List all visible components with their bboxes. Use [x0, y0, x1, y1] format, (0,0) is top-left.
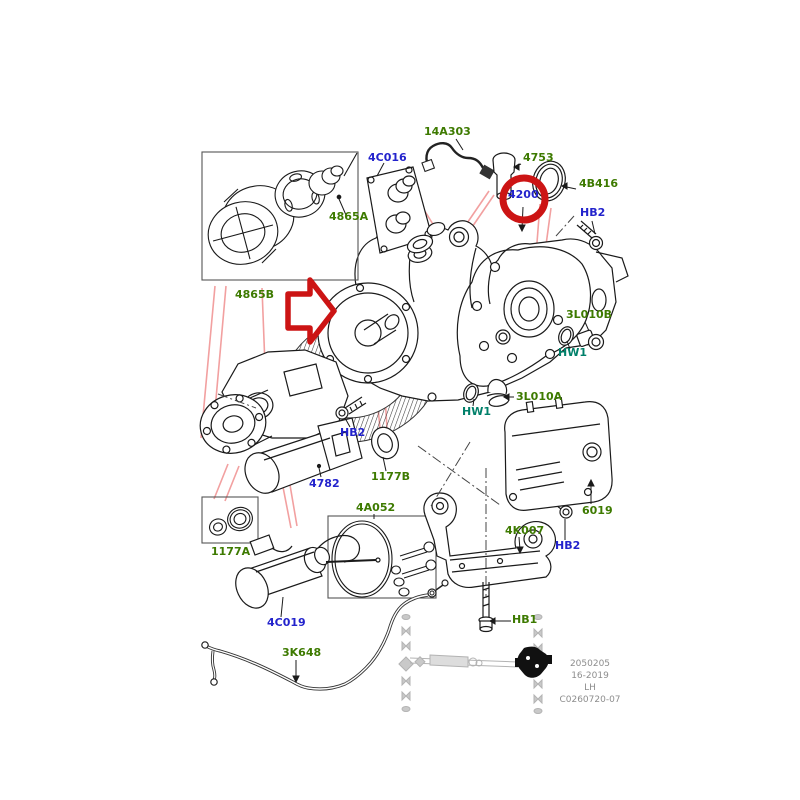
part-label-14A303[interactable]: 14A303 — [424, 125, 471, 138]
drawing-motor-4782 — [244, 417, 363, 494]
reference-number: 2050205 — [569, 659, 611, 669]
drawing-module-4C016 — [366, 166, 446, 254]
cover-bolts — [471, 261, 564, 364]
part-label-4B416[interactable]: 4B416 — [579, 177, 618, 190]
part-label-3L010A[interactable]: 3L010A — [516, 390, 563, 403]
drawing-bolt-HB2-top — [576, 220, 604, 251]
drawing-seal-1177B — [371, 426, 399, 460]
part-label-4865A[interactable]: 4865A — [329, 210, 369, 223]
part-label-HB2-mid[interactable]: HB2 — [340, 426, 366, 439]
part-label-1177B[interactable]: 1177B — [371, 470, 410, 483]
drawing-actuator-4C019 — [235, 534, 381, 609]
centerlines — [217, 215, 575, 598]
drawing-bolt-HB2-mid — [335, 396, 367, 420]
part-label-HB2-bottom[interactable]: HB2 — [555, 539, 581, 552]
part-label-4C019[interactable]: 4C019 — [267, 616, 306, 629]
drawing-plug-3L010B — [576, 329, 605, 351]
part-label-4753[interactable]: 4753 — [523, 151, 554, 164]
drawing-cover-6019 — [504, 396, 613, 511]
part-label-4A052[interactable]: 4A052 — [356, 501, 396, 514]
part-label-3L010B[interactable]: 3L010B — [566, 308, 613, 321]
part-label-4K007[interactable]: 4K007 — [505, 524, 545, 537]
red-circle-highlight — [499, 174, 549, 224]
drawing-4A052-box — [327, 515, 437, 599]
drawing-bolt-HB1 — [478, 582, 494, 633]
part-label-HW1-top[interactable]: HW1 — [558, 346, 587, 359]
drawing-vent-tube-3K648 — [201, 579, 449, 691]
drawing-1177A-box — [201, 496, 259, 544]
reference-side: LH — [584, 683, 596, 693]
part-label-HB1[interactable]: HB1 — [512, 613, 538, 626]
reference-drawing-code: C0260720-07 — [559, 695, 621, 705]
part-label-3K648[interactable]: 3K648 — [282, 646, 322, 659]
pointer-lines — [280, 138, 596, 684]
part-label-6019[interactable]: 6019 — [582, 504, 613, 517]
diagram-reference-block: 2050205 16-2019 LH C0260720-07 — [550, 658, 630, 706]
part-label-1177A[interactable]: 1177A — [211, 545, 251, 558]
drawing-bracket-4K007 — [423, 492, 556, 589]
part-label-4782[interactable]: 4782 — [309, 477, 340, 490]
drawing-plug-3L010A — [486, 378, 510, 407]
red-arrow-marker — [285, 277, 337, 345]
drawing-diff-housing — [317, 220, 629, 402]
drawing-4865-box — [201, 151, 359, 281]
ghost-joint-dark — [515, 646, 552, 678]
drawing-washer-HW1-bottom — [463, 383, 479, 403]
part-label-HB2-top[interactable]: HB2 — [580, 206, 606, 219]
drawing-harness-14A303 — [421, 142, 495, 180]
part-label-4C016[interactable]: 4C016 — [368, 151, 407, 164]
reference-date: 16-2019 — [571, 671, 609, 681]
ghost-driveline — [398, 614, 543, 714]
part-label-4200-highlighted[interactable]: 4200 — [508, 188, 539, 201]
drawing-washer-HW1-top — [558, 326, 574, 346]
part-label-HW1-bottom[interactable]: HW1 — [462, 405, 491, 418]
drawing-drive-unit — [199, 349, 363, 494]
part-label-4865B[interactable]: 4865B — [235, 288, 274, 301]
